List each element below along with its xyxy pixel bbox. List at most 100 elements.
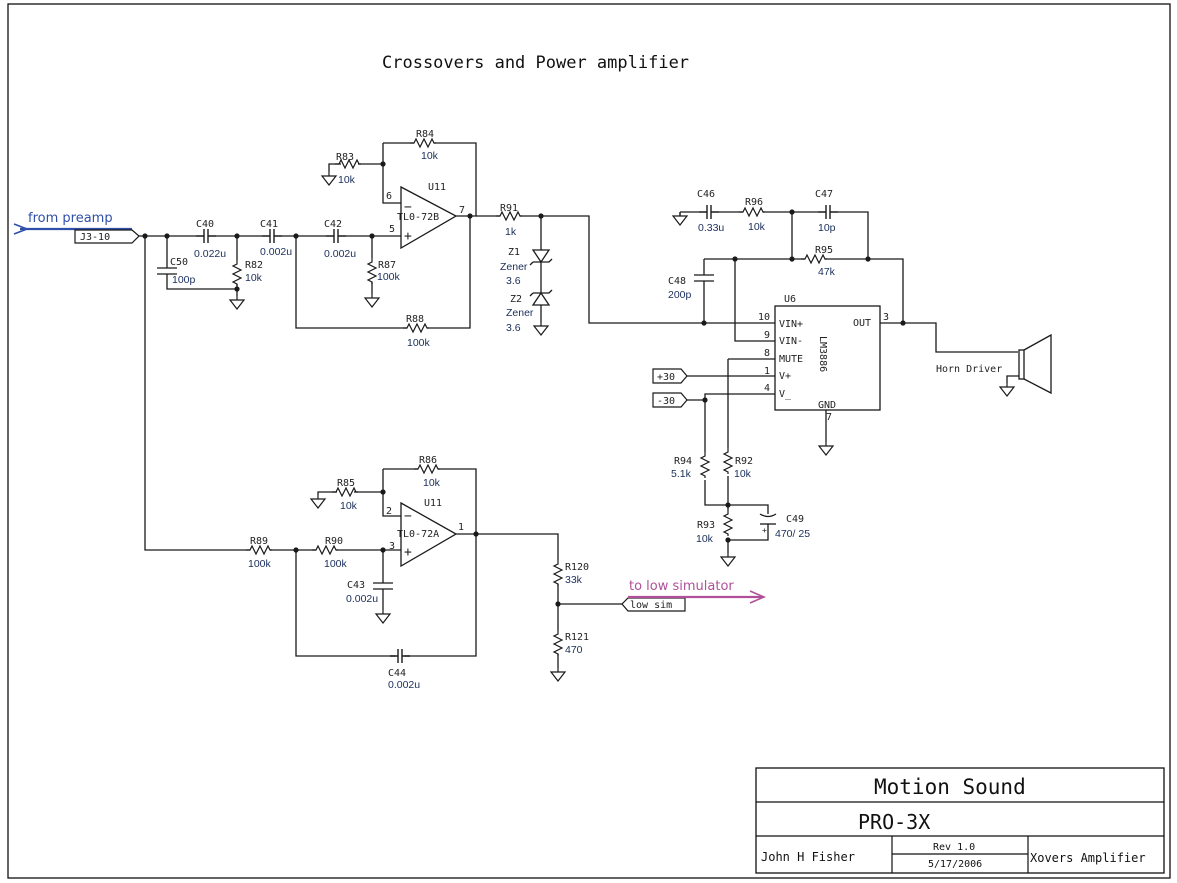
- wire: [529, 262, 553, 322]
- ic-u6-lm3886: U6 VIN+ VIN- MUTE V+ V_ 10 9 8 1 4 OUT 3…: [758, 294, 889, 423]
- schematic-label: 3: [883, 312, 889, 323]
- to-low-simulator-annotation: to low simulator: [628, 579, 767, 604]
- schematic-label: +: [762, 526, 767, 535]
- schematic-label: C44: [388, 668, 406, 679]
- schematic-label: 200p: [668, 289, 692, 301]
- schematic-label: 9: [764, 330, 770, 341]
- schematic-label: R83: [336, 152, 354, 163]
- schematic-label: 0.002u: [260, 246, 292, 258]
- schematic-label: 0.002u: [388, 679, 420, 691]
- schematic-label: 100p: [172, 274, 196, 286]
- junction-dot: [701, 320, 707, 326]
- schematic-label: 10k: [423, 477, 441, 489]
- zener-z2: Z2 3.6 Zener 3.6: [506, 262, 553, 336]
- wire: [652, 392, 688, 408]
- opamp-u11a: TL0-72A U11 − + 2 3 1: [386, 498, 464, 568]
- resistor-symbol: [413, 464, 441, 474]
- wire: [760, 322, 1018, 353]
- schematic-label: 2: [386, 506, 392, 517]
- junction-dot: [380, 161, 386, 167]
- resistor-r85: R85 10k: [331, 478, 359, 512]
- schematic-label: TL0-72A: [397, 529, 439, 540]
- schematic-label: J3-10: [80, 232, 110, 243]
- schematic-label: R86: [419, 455, 437, 466]
- resistor-r86: R86 10k: [413, 455, 441, 489]
- sheet-name: Xovers Amplifier: [1030, 851, 1146, 865]
- junction-dot: [725, 502, 731, 508]
- schematic-label: 10k: [734, 468, 752, 480]
- schematic-label: Horn Driver: [936, 364, 1002, 375]
- wire: [400, 501, 458, 568]
- schematic-label: GND: [818, 400, 836, 411]
- port-low-sim: low sim: [621, 597, 686, 612]
- resistor-symbol: [553, 559, 563, 587]
- capacitor-c44: C44 0.002u: [388, 648, 420, 691]
- wire: [74, 229, 140, 244]
- wire: [727, 358, 775, 448]
- port-minus30: -30: [652, 392, 688, 408]
- junction-dot: [380, 489, 386, 495]
- wire: [652, 368, 688, 384]
- schematic-label: low sim: [630, 600, 672, 611]
- schematic-label: C50: [170, 257, 188, 268]
- ground-icon: [229, 295, 245, 310]
- schematic-label: R88: [406, 314, 424, 325]
- revision: Rev 1.0: [933, 842, 975, 853]
- from-preamp-label: from preamp: [28, 211, 113, 226]
- wire: [295, 216, 471, 329]
- schematic-label: VIN+: [779, 319, 803, 330]
- schematic-label: 100k: [248, 558, 272, 570]
- wire: [476, 533, 559, 668]
- schematic-label: −: [404, 200, 412, 215]
- schematic-label: 33k: [565, 574, 583, 586]
- resistor-r87: R87 100k: [364, 257, 401, 308]
- schematic-label: C48: [668, 276, 686, 287]
- schematic-label: 8: [764, 348, 770, 359]
- capacitor-symbol: [698, 204, 720, 220]
- ground-icon: [672, 211, 688, 226]
- schematic-label: Zener: [506, 307, 534, 319]
- wire: [734, 259, 775, 342]
- zener-z1: Z1 Zener 3.6: [500, 216, 553, 287]
- resistor-r84: R84 10k: [409, 129, 439, 162]
- opamp-u11b: TL0-72B U11 − + 6 5 7: [386, 182, 465, 250]
- resistor-symbol: [738, 207, 766, 217]
- date: 5/17/2006: [928, 859, 982, 870]
- schematic-label: R87: [378, 260, 396, 271]
- resistor-r89: R89 100k: [245, 536, 273, 570]
- schematic-label: R96: [745, 197, 763, 208]
- schematic-label: C41: [260, 219, 278, 230]
- wire-lower-branch: [144, 236, 246, 551]
- schematic-label: 6: [386, 191, 392, 202]
- schematic-label: 4: [764, 383, 770, 394]
- author: John H Fisher: [761, 850, 855, 864]
- sheet-title: Crossovers and Power amplifier: [382, 53, 689, 73]
- schematic-label: 10k: [245, 272, 263, 284]
- ground-icon: [364, 293, 380, 308]
- ground-icon: [720, 552, 736, 567]
- company-name: Motion Sound: [874, 775, 1026, 799]
- schematic-label: 100k: [324, 558, 348, 570]
- schematic-label: 1: [764, 366, 770, 377]
- capacitor-symbol: [817, 204, 839, 220]
- port-j3-10: J3-10: [74, 229, 140, 244]
- wire: [400, 185, 458, 250]
- schematic-label: +: [404, 545, 412, 560]
- wire: [157, 236, 237, 290]
- schematic-label: R90: [325, 536, 343, 547]
- schematic-label: R89: [250, 536, 268, 547]
- wire: [679, 211, 869, 259]
- resistor-r94: R94 5.1k: [671, 451, 710, 480]
- schematic-label: R82: [245, 260, 263, 271]
- capacitor-symbol: [389, 648, 411, 664]
- schematic-label: +30: [657, 372, 675, 383]
- schematic-label: R93: [697, 520, 715, 531]
- title-block: Motion Sound PRO-3X John H Fisher Rev 1.…: [755, 767, 1165, 874]
- schematic-label: 10k: [696, 533, 714, 545]
- resistor-symbol: [245, 545, 273, 555]
- schematic-label: OUT: [853, 318, 871, 329]
- ground-icon: [550, 667, 566, 682]
- resistor-r91: R91 1k: [495, 203, 523, 238]
- port-plus30: +30: [652, 368, 688, 384]
